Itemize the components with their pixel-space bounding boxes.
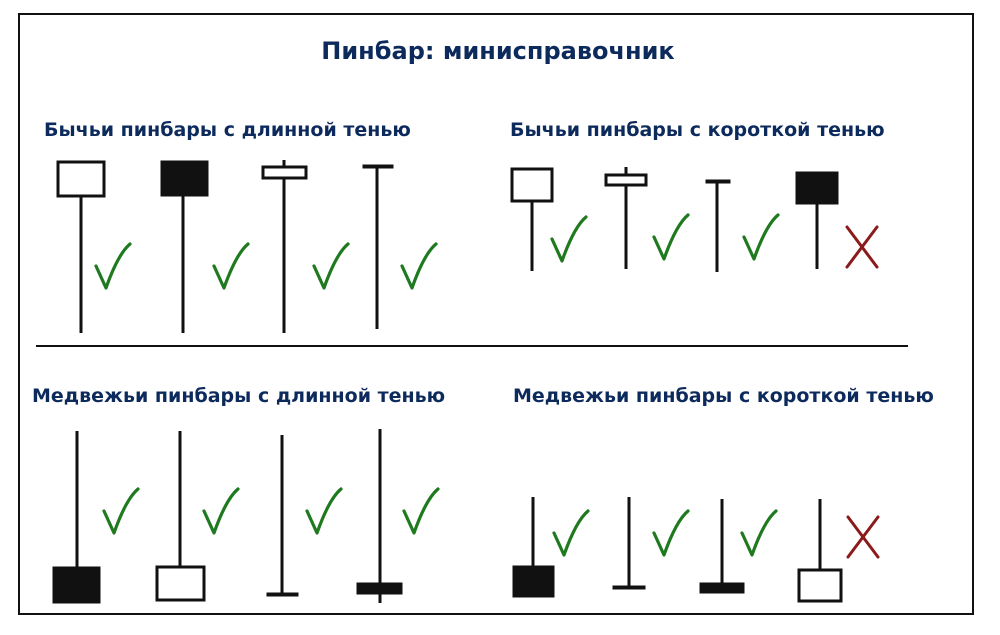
check-icon-bull_long-1 xyxy=(94,242,132,290)
candle-body-bear_short-1 xyxy=(512,565,555,598)
check-icon-bull_short-1 xyxy=(550,215,588,263)
check-icon-bear_long-3 xyxy=(305,487,343,535)
candle-body-bull_short-1 xyxy=(510,167,554,203)
section-title-bull-short: Бычьи пинбары с короткой тенью xyxy=(510,119,885,141)
section-title-bear-short: Медвежьи пинбары с короткой тенью xyxy=(513,385,934,407)
candle-body-bear_short-2 xyxy=(612,585,646,590)
candle-body-bear_long-1 xyxy=(52,566,101,604)
candle-body-bull_long-1 xyxy=(56,160,106,198)
candle-body-bull_short-3 xyxy=(705,179,731,184)
candle-body-bull_long-2 xyxy=(160,160,209,197)
check-icon-bear_short-2 xyxy=(652,509,690,557)
candle-body-bull_long-3 xyxy=(261,165,308,180)
candle-body-bull_short-2 xyxy=(604,173,648,187)
check-icon-bear_long-4 xyxy=(402,487,440,535)
candle-body-bear_short-4 xyxy=(797,568,843,603)
candle-body-bear_short-3 xyxy=(699,582,745,594)
check-icon-bull_long-4 xyxy=(400,242,438,290)
candle-body-bear_long-2 xyxy=(155,565,206,602)
check-icon-bear_short-3 xyxy=(740,509,778,557)
candle-body-bull_short-4 xyxy=(795,171,839,205)
check-icon-bull_short-3 xyxy=(742,213,780,261)
check-icon-bear_long-2 xyxy=(202,487,240,535)
candle-body-bear_long-3 xyxy=(266,592,299,597)
check-icon-bear_short-1 xyxy=(552,509,590,557)
cross-icon-bear_short-4 xyxy=(846,515,880,559)
candle-body-bull_long-4 xyxy=(362,164,394,169)
candle-body-bear_long-4 xyxy=(356,582,403,595)
reference-frame: Пинбар: минисправочник Бычьи пинбары с д… xyxy=(18,13,974,615)
check-icon-bear_long-1 xyxy=(102,487,140,535)
section-title-bear-long: Медвежьи пинбары с длинной тенью xyxy=(32,385,446,407)
section-title-bull-long: Бычьи пинбары с длинной тенью xyxy=(44,119,411,141)
cross-icon-bull_short-4 xyxy=(845,225,879,269)
check-icon-bull_long-2 xyxy=(212,242,250,290)
check-icon-bull_long-3 xyxy=(312,242,350,290)
candlestick-diagram xyxy=(52,160,880,604)
section-divider xyxy=(36,345,908,347)
page-title: Пинбар: минисправочник xyxy=(321,37,675,65)
check-icon-bull_short-2 xyxy=(652,213,690,261)
